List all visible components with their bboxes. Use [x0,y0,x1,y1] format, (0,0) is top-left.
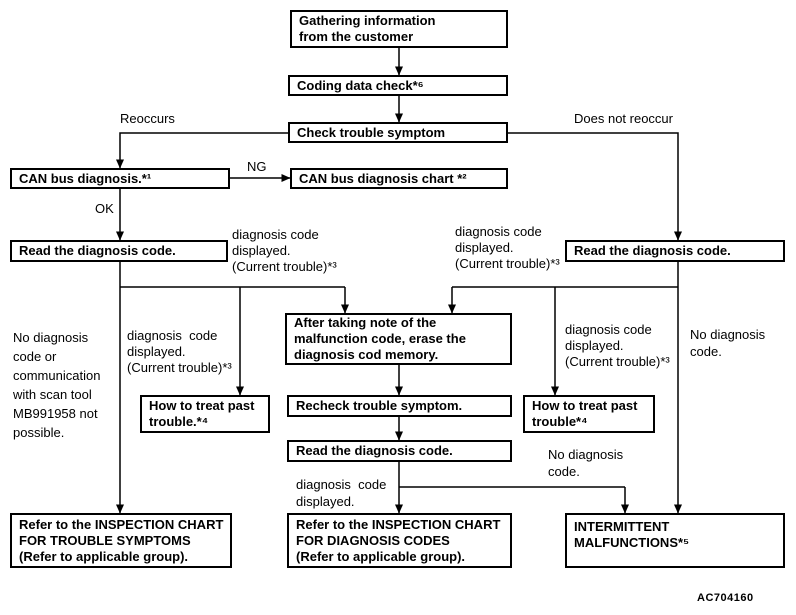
label-diagnosis-code-displayed-bottom: diagnosis code displayed. [296,477,387,509]
node-erase-diagnosis-memory: After taking note of the malfunction cod… [285,313,512,365]
label-no-diagnosis-code-center: No diagnosis code. [548,447,624,479]
node-read-diagnosis-code-center: Read the diagnosis code. [287,440,512,462]
node-inspection-chart-diagnosis-codes: Refer to the INSPECTION CHART FOR DIAGNO… [287,513,512,568]
node-inspection-chart-trouble-symptoms: Refer to the INSPECTION CHART FOR TROUBL… [10,513,232,568]
node-how-to-treat-past-trouble-right: How to treat past trouble*⁴ [523,395,655,433]
label-diagnosis-code-current-upper-right: diagnosis code displayed. (Current troub… [455,224,560,271]
label-diagnosis-code-current-mid-left: diagnosis code displayed. (Current troub… [127,328,232,375]
label-ok: OK [95,201,114,216]
connector-check-to-readright-notreoccur [508,132,682,241]
connector-check-to-canbus-reoccurs [116,132,288,169]
label-no-diagnosis-code-right: No diagnosis code. [690,327,766,359]
node-read-diagnosis-code-left: Read the diagnosis code. [10,240,228,262]
node-recheck-trouble-symptom: Recheck trouble symptom. [287,395,512,417]
label-does-not-reoccur: Does not reoccur [574,111,673,126]
label-reoccurs: Reoccurs [120,111,175,126]
node-can-bus-diagnosis-chart: CAN bus diagnosis chart *² [290,168,508,189]
node-how-to-treat-past-trouble-left: How to treat past trouble.*⁴ [140,395,270,433]
figure-code: AC704160 [697,592,754,604]
node-can-bus-diagnosis: CAN bus diagnosis.*¹ [10,168,230,189]
label-diagnosis-code-current-upper-left: diagnosis code displayed. (Current troub… [232,227,337,274]
node-coding-data-check: Coding data check*⁶ [288,75,508,96]
node-check-trouble-symptom: Check trouble symptom [288,122,508,143]
node-read-diagnosis-code-right: Read the diagnosis code. [565,240,785,262]
node-gathering-information: Gathering information from the customer [290,10,508,48]
label-diagnosis-code-current-mid-right: diagnosis code displayed. (Current troub… [565,322,670,369]
node-intermittent-malfunctions: INTERMITTENT MALFUNCTIONS*⁵ [565,513,785,568]
label-no-diagnosis-code-communication: No diagnosis code or communication with … [13,330,101,440]
label-ng: NG [247,159,267,174]
